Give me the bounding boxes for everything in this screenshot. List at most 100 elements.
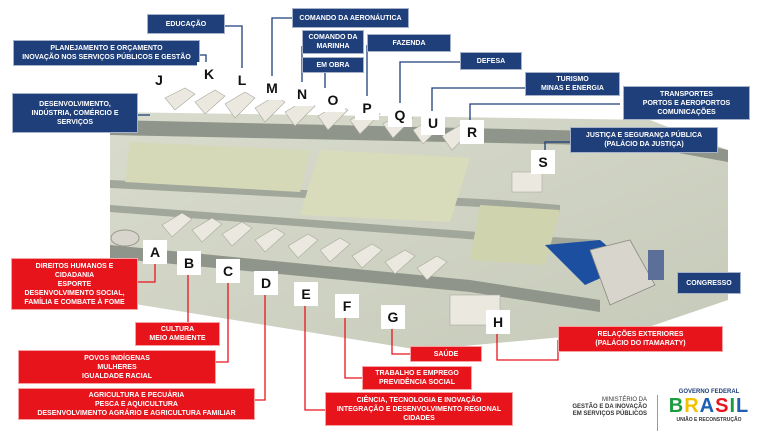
label-defesa-line: DEFESA: [476, 57, 506, 65]
label-desenvolvimento-line-3: SERVIÇOS: [56, 118, 94, 126]
label-congresso-line: CONGRESSO: [686, 279, 732, 287]
label-trabalho-line-1: TRABALHO E EMPREGO: [375, 370, 459, 377]
letter-u: U: [421, 111, 445, 135]
label-direitos: DIREITOS HUMANOS E CIDADANIA ESPORTE DES…: [11, 258, 138, 310]
letter-g: G: [381, 305, 405, 329]
label-saude: SAÚDE: [410, 346, 482, 362]
lawn-2: [300, 150, 470, 222]
label-fazenda: FAZENDA: [367, 34, 451, 52]
letter-p: P: [355, 96, 379, 120]
governo-federal-logo: GOVERNO FEDERAL BRASIL UNIÃO E RECONSTRU…: [664, 389, 754, 433]
slogan: UNIÃO E RECONSTRUÇÃO: [676, 417, 742, 423]
brand-letter-i: I: [729, 395, 737, 417]
letter-o: O: [321, 88, 345, 112]
label-congresso: CONGRESSO: [677, 272, 741, 294]
letter-s: S: [531, 150, 555, 174]
label-transportes-line-2: PORTOS E AEROPORTOS: [642, 99, 731, 107]
label-saude-line: SAÚDE: [433, 350, 459, 358]
cathedral: [110, 229, 140, 247]
congresso-towers: [648, 250, 664, 280]
letter-e: E: [294, 282, 318, 306]
label-turismo-line-2: MINAS E ENERGIA: [540, 85, 604, 92]
label-agricultura: AGRICULTURA E PECUÁRIA PESCA E AQUICULTU…: [18, 388, 255, 420]
label-desenvolvimento: DESENVOLVIMENTO, INDÚSTRIA, COMÉRCIO E S…: [12, 93, 138, 133]
label-povos-line-3: IGUALDADE RACIAL: [82, 372, 152, 380]
label-direitos-line-1: DIREITOS HUMANOS E: [35, 262, 114, 270]
label-agricultura-line-1: AGRICULTURA E PECUÁRIA: [88, 391, 185, 399]
blue-connectors: [138, 17, 620, 150]
letter-b: B: [177, 251, 201, 275]
congresso-building: [589, 239, 656, 306]
label-planejamento-line-2: INOVAÇÃO NOS SERVIÇOS PÚBLICOS E GESTÃO: [22, 54, 191, 61]
lawn-1: [125, 142, 310, 192]
label-aeronautica: COMANDO DA AERONÁUTICA: [292, 8, 409, 28]
label-ciencia-line-3: CIDADES: [403, 414, 435, 422]
letter-l: L: [230, 68, 254, 92]
brand-letter-l: L: [736, 395, 750, 417]
label-transportes-line-3: COMUNICAÇÕES: [657, 108, 716, 116]
letter-a: A: [143, 240, 167, 264]
label-transportes: TRANSPORTES PORTOS E AEROPORTOS COMUNICA…: [623, 86, 750, 120]
label-turismo-line-1: TURISMO: [556, 76, 589, 83]
label-direitos-line-2: CIDADANIA: [54, 271, 95, 279]
label-fazenda-line: FAZENDA: [392, 39, 426, 47]
footer-divider: [657, 395, 658, 431]
label-desenvolvimento-line-1: DESENVOLVIMENTO,: [39, 100, 111, 108]
label-relacoes: RELAÇÕES EXTERIORES (PALÁCIO DO ITAMARAT…: [558, 326, 723, 352]
label-povos-line-2: MULHERES: [97, 363, 137, 371]
label-cultura-line-2: MEIO AMBIENTE: [149, 335, 206, 342]
letter-j: J: [147, 68, 171, 92]
label-planejamento-line-1: PLANEJAMENTO E ORÇAMENTO: [50, 45, 163, 52]
label-marinha-line-1: COMANDO DA: [308, 34, 358, 41]
letter-n: N: [290, 82, 314, 106]
label-ciencia-line-2: INTEGRAÇÃO E DESENVOLVIMENTO REGIONAL: [336, 405, 502, 413]
brand-letter-b: B: [668, 395, 685, 417]
letter-h: H: [486, 310, 510, 334]
label-justica: JUSTIÇA E SEGURANÇA PÚBLICA (PALÁCIO DA …: [570, 127, 718, 153]
letter-k: K: [197, 62, 221, 86]
label-marinha: COMANDO DA MARINHA: [302, 30, 364, 54]
label-marinha-line-2: MARINHA: [316, 43, 350, 50]
letter-m: M: [260, 76, 284, 100]
lawn-3: [470, 205, 560, 265]
brand-letter-r: R: [684, 395, 700, 417]
label-direitos-line-5: FAMÍLIA E COMBATE À FOME: [24, 298, 125, 306]
brand-letter-a: A: [699, 395, 716, 417]
label-cultura: CULTURA MEIO AMBIENTE: [135, 322, 220, 346]
letter-d: D: [254, 271, 278, 295]
label-planejamento: PLANEJAMENTO E ORÇAMENTO INOVAÇÃO NOS SE…: [13, 40, 200, 66]
label-aeronautica-line: COMANDO DA AERONÁUTICA: [299, 14, 402, 22]
label-agricultura-line-3: DESENVOLVIMENTO AGRÁRIO E AGRICULTURA FA…: [37, 409, 236, 417]
label-defesa: DEFESA: [460, 52, 522, 70]
label-em-obra: EM OBRA: [302, 57, 364, 73]
brand-letter-s: S: [715, 395, 730, 417]
gov-label: GOVERNO FEDERAL: [678, 389, 740, 395]
label-educacao: EDUCAÇÃO: [147, 14, 225, 34]
label-em-obra-line: EM OBRA: [316, 61, 350, 69]
letter-c: C: [216, 259, 240, 283]
label-desenvolvimento-line-2: INDÚSTRIA, COMÉRCIO E: [31, 109, 119, 117]
letter-r: R: [460, 120, 484, 144]
label-justica-line-1: JUSTIÇA E SEGURANÇA PÚBLICA: [585, 132, 703, 139]
ministry-line-2: GESTÃO E DA INOVAÇÃO: [572, 404, 647, 410]
label-direitos-line-3: ESPORTE: [57, 280, 92, 288]
label-transportes-line-1: TRANSPORTES: [660, 90, 713, 98]
label-relacoes-line-2: (PALÁCIO DO ITAMARATY): [595, 340, 686, 347]
label-relacoes-line-1: RELAÇÕES EXTERIORES: [597, 331, 684, 338]
letter-q: Q: [388, 103, 412, 127]
label-trabalho: TRABALHO E EMPREGO PREVIDÊNCIA SOCIAL: [362, 366, 472, 390]
ministry-line-3: EM SERVIÇOS PÚBLICOS: [572, 411, 647, 417]
ministry-line-1: MINISTÉRIO DA: [601, 397, 647, 403]
label-direitos-line-4: DESENVOLVIMENTO SOCIAL,: [24, 289, 125, 297]
letter-f: F: [335, 294, 359, 318]
label-ciencia-line-1: CIÊNCIA, TECNOLOGIA E INOVAÇÃO: [356, 396, 482, 404]
label-povos-line-1: POVOS INDÍGENAS: [84, 354, 150, 362]
brasil-wordmark: BRASIL: [664, 395, 754, 417]
label-turismo: TURISMO MINAS E ENERGIA: [525, 72, 620, 96]
label-agricultura-line-2: PESCA E AQUICULTURA: [95, 400, 178, 408]
label-povos: POVOS INDÍGENAS MULHERES IGUALDADE RACIA…: [18, 350, 216, 384]
label-ciencia: CIÊNCIA, TECNOLOGIA E INOVAÇÃO INTEGRAÇÃ…: [325, 392, 513, 426]
label-educacao-line: EDUCAÇÃO: [165, 20, 207, 28]
label-cultura-line-1: CULTURA: [160, 326, 195, 333]
label-justica-line-2: (PALÁCIO DA JUSTIÇA): [604, 141, 684, 148]
